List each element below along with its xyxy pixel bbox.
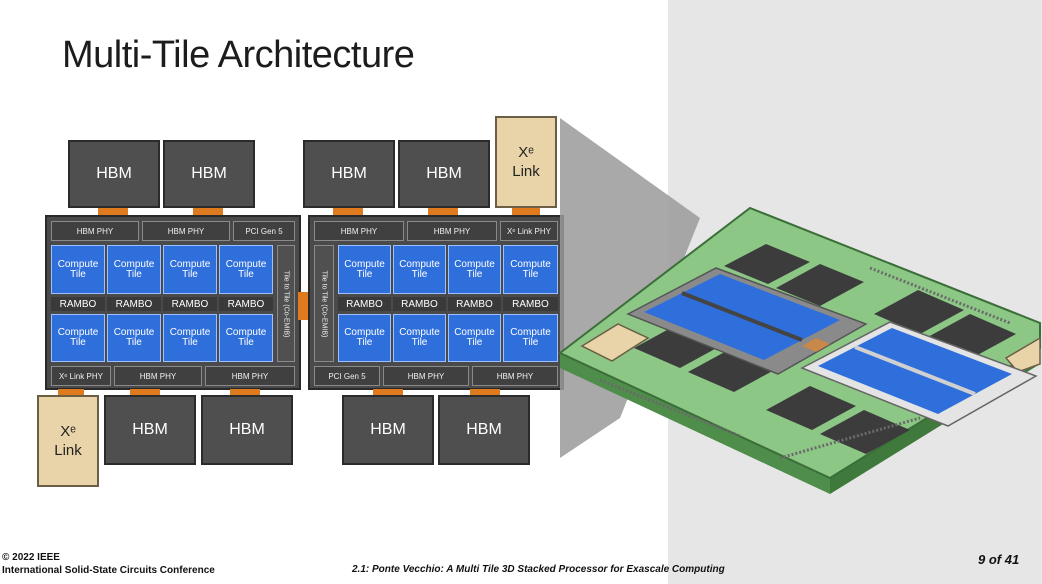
right-top-phy-3: Xᵉ Link PHY [500, 221, 558, 241]
left-top-phy-2: HBM PHY [142, 221, 230, 241]
hbm-stack [820, 410, 910, 454]
connector [58, 389, 84, 397]
hbm-stack [776, 264, 864, 306]
compute-tile: Compute Tile [219, 245, 273, 294]
chip-bridge-connector [298, 292, 310, 320]
footer-paper-title: 2.1: Ponte Vecchio: A Multi Tile 3D Stac… [352, 564, 725, 575]
footer-conference: International Solid-State Circuits Confe… [2, 565, 215, 576]
left-bottom-phy-3: HBM PHY [205, 366, 295, 386]
right-bottom-hbm-2: HBM [438, 395, 530, 465]
right-top-phy-1: HBM PHY [314, 221, 404, 241]
rambo-block: RAMBO [503, 297, 558, 311]
connector [193, 208, 223, 216]
hbm-stack [874, 290, 964, 334]
right-compute-chip: HBM PHY HBM PHY Xᵉ Link PHY Tile to Tile… [308, 215, 564, 390]
right-bottom-hbm-1: HBM [342, 395, 434, 465]
compute-tile: Compute Tile [51, 245, 105, 294]
left-bottom-phy-1: Xᵉ Link PHY [51, 366, 111, 386]
board-edge [560, 353, 830, 494]
right-bottom-phy-1: PCI Gen 5 [314, 366, 380, 386]
connector [373, 389, 403, 397]
package-3d-illustration [558, 118, 1041, 494]
compute-tile: Compute Tile [448, 245, 501, 294]
xe-link-pad [580, 323, 650, 362]
connector [470, 389, 500, 397]
rambo-block: RAMBO [51, 297, 105, 311]
hbm-stack [766, 386, 856, 430]
compute-tile: Compute Tile [393, 245, 446, 294]
right-top-hbm-1: HBM [303, 140, 395, 208]
compute-tile: Compute Tile [163, 314, 217, 362]
compute-tile: Compute Tile [107, 245, 161, 294]
rambo-row [681, 291, 803, 342]
compute-tile: Compute Tile [51, 314, 105, 362]
edge-connector [869, 266, 1011, 325]
right-bottom-phy-2: HBM PHY [383, 366, 469, 386]
slide-title: Multi-Tile Architecture [62, 34, 415, 76]
rambo-block: RAMBO [163, 297, 217, 311]
left-compute-chip: HBM PHY HBM PHY PCI Gen 5 Compute Tile C… [45, 215, 301, 390]
hbm-stack [724, 244, 810, 284]
connector [428, 208, 458, 216]
edge-connector [779, 416, 921, 460]
connector [230, 389, 260, 397]
rambo-block: RAMBO [219, 297, 273, 311]
compute-tile: Compute Tile [503, 314, 558, 362]
tile-to-tile-link: Tile to Tile (Co-EMIB) [277, 245, 295, 362]
right-xe-link-block: Xᵉ Link [495, 116, 557, 208]
tile-to-tile-label: Tile to Tile (Co-EMIB) [282, 270, 290, 337]
left-top-phy-3: PCI Gen 5 [233, 221, 295, 241]
left-xe-link-block: Xᵉ Link [37, 395, 99, 487]
tile-to-tile-label: Tile to Tile (Co-EMIB) [320, 270, 328, 337]
compute-tile: Compute Tile [393, 314, 446, 362]
footer-copyright: © 2022 IEEE [2, 552, 60, 563]
left-bottom-hbm-2: HBM [201, 395, 293, 465]
connector [98, 208, 128, 216]
compute-tile: Compute Tile [338, 245, 391, 294]
compute-tile: Compute Tile [163, 245, 217, 294]
right-top-hbm-2: HBM [398, 140, 490, 208]
page-number: 9 of 41 [978, 552, 1020, 567]
co-emib-link [802, 338, 830, 352]
compute-tile: Compute Tile [338, 314, 391, 362]
rambo-block: RAMBO [393, 297, 446, 311]
left-top-hbm-1: HBM [68, 140, 160, 208]
edge-connector [599, 378, 741, 438]
right-bottom-phy-3: HBM PHY [472, 366, 558, 386]
compute-tile: Compute Tile [448, 314, 501, 362]
left-bottom-phy-2: HBM PHY [114, 366, 202, 386]
tile-to-tile-link: Tile to Tile (Co-EMIB) [314, 245, 334, 362]
connector [512, 208, 540, 216]
compute-tile: Compute Tile [107, 314, 161, 362]
right-top-phy-2: HBM PHY [407, 221, 497, 241]
left-top-phy-1: HBM PHY [51, 221, 139, 241]
rambo-block: RAMBO [107, 297, 161, 311]
rambo-block: RAMBO [338, 297, 391, 311]
rambo-row [854, 345, 976, 396]
compute-tile: Compute Tile [503, 245, 558, 294]
rambo-block: RAMBO [448, 297, 501, 311]
connector [333, 208, 363, 216]
connector [130, 389, 160, 397]
left-bottom-hbm-1: HBM [104, 395, 196, 465]
compute-tile: Compute Tile [219, 314, 273, 362]
left-top-hbm-2: HBM [163, 140, 255, 208]
